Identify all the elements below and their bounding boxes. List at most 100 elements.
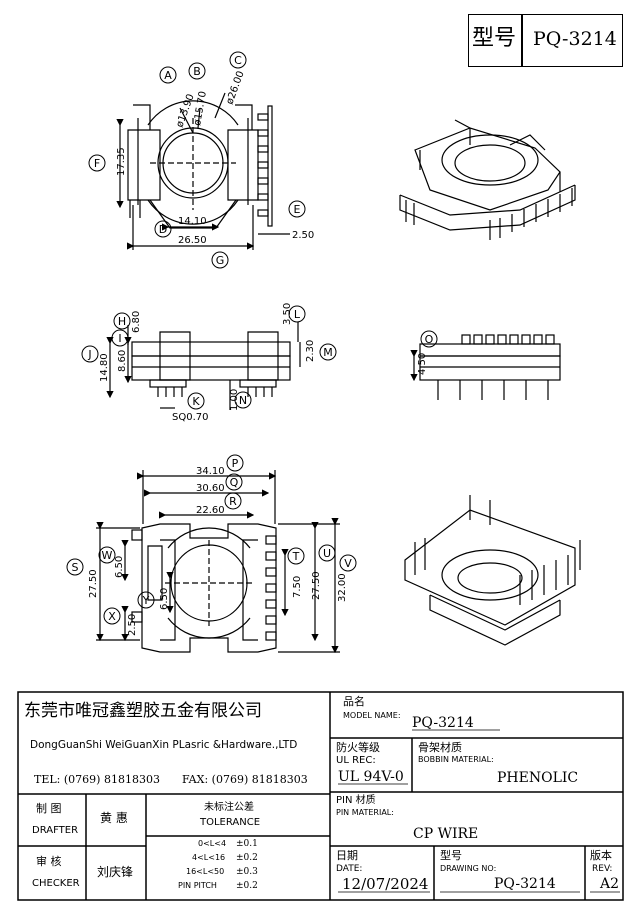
callout-i: I xyxy=(118,332,121,345)
bobbin-value: PHENOLIC xyxy=(497,770,579,786)
callout-f: F xyxy=(94,157,100,170)
tol-value-1: ±0.1 xyxy=(236,839,258,849)
title-block-frame xyxy=(17,691,624,901)
model-name-en: MODEL NAME: xyxy=(343,711,401,720)
callout-b: B xyxy=(193,65,201,78)
ul-cn: 防火等级 xyxy=(336,741,380,754)
dim-u: 27.50 xyxy=(311,571,322,600)
callout-p: P xyxy=(232,457,239,470)
dimension-labels: ø13.90 ø15.70 ø26.00 17.35 14.10 26.50 2… xyxy=(88,70,428,636)
header-box xyxy=(468,14,623,67)
dim-w: 6.50 xyxy=(114,556,125,578)
callout-q: Q xyxy=(230,476,239,489)
drawing-en: DRAWING NO: xyxy=(440,864,497,873)
dim-g: 26.50 xyxy=(178,235,207,246)
callout-u: U xyxy=(323,547,331,560)
callout-j: J xyxy=(87,348,91,361)
callout-w: W xyxy=(102,549,113,562)
dim-j: 14.80 xyxy=(99,353,110,382)
header-type-label: 型号 xyxy=(472,26,517,51)
drawing-cn: 型号 xyxy=(440,849,462,862)
dim-r: 22.60 xyxy=(196,505,225,516)
callout-g: G xyxy=(216,254,225,267)
dim-e: 2.50 xyxy=(292,230,314,241)
callout-l: L xyxy=(294,308,301,321)
callout-v: V xyxy=(344,557,352,570)
callout-e: E xyxy=(294,203,301,216)
callout-markers xyxy=(66,51,438,625)
date-cn: 日期 xyxy=(336,849,358,862)
side-view xyxy=(106,322,301,410)
callout-h: H xyxy=(118,315,126,328)
callout-s: S xyxy=(72,561,79,574)
dim-q: 30.60 xyxy=(196,483,225,494)
model-name-cn: 品名 xyxy=(343,695,365,708)
dim-x: 2.50 xyxy=(127,614,138,636)
callout-m: M xyxy=(323,346,333,359)
dim-f: 17.35 xyxy=(116,147,127,176)
dim-s: 27.50 xyxy=(88,569,99,598)
header-model: PQ-3214 xyxy=(533,28,617,50)
pin-en: PIN MATERIAL: xyxy=(336,808,394,817)
callout-r: R xyxy=(229,495,237,508)
rev-cn: 版本 xyxy=(590,849,612,862)
bottom-view xyxy=(96,470,340,654)
company-name-en: DongGuanShi WeiGuanXin PLasric &Hardware… xyxy=(30,739,298,751)
ul-en: UL REC: xyxy=(336,755,376,766)
dim-n: 1.00 xyxy=(229,389,240,411)
dim-d: 14.10 xyxy=(178,216,207,227)
drafter-en: DRAFTER xyxy=(32,825,79,836)
checker-cn: 审 核 xyxy=(36,855,62,868)
title-block-inner xyxy=(338,729,620,893)
bobbin-en: BOBBIN MATERIAL: xyxy=(418,755,494,764)
pin-cn: PIN 材质 xyxy=(336,795,376,806)
dim-o: 4.50 xyxy=(417,353,428,375)
tol-value-2: ±0.2 xyxy=(236,853,258,863)
dim-p: 34.10 xyxy=(196,466,225,477)
company-tel: TEL: (0769) 81818303 xyxy=(34,773,160,786)
callout-o: O xyxy=(425,333,434,346)
callout-c: C xyxy=(234,54,242,67)
drafter-cn: 制 图 xyxy=(36,802,62,815)
tol-value-3: ±0.3 xyxy=(236,867,258,877)
bobbin-cn: 骨架材质 xyxy=(418,741,462,754)
tol-range-3: 16<L<50 xyxy=(186,867,225,876)
top-iso-view xyxy=(399,119,576,240)
company-name-cn: 东莞市唯冠鑫塑胶五金有限公司 xyxy=(24,701,262,721)
callout-letters: A B C D E F G H I J K L M N O P Q R S T … xyxy=(72,54,434,623)
tol-value-4: ±0.2 xyxy=(236,881,258,891)
date-value: 12/07/2024 xyxy=(342,875,429,893)
end-view xyxy=(410,334,561,400)
tol-range-4: PIN PITCH xyxy=(178,881,217,890)
ul-value: UL 94V-0 xyxy=(338,769,404,785)
dim-l: 3.50 xyxy=(282,303,293,325)
dim-y: 6.50 xyxy=(159,588,170,610)
dim-v: 32.00 xyxy=(337,573,348,602)
checker-en: CHECKER xyxy=(32,878,80,889)
drawing-value: PQ-3214 xyxy=(494,876,556,892)
header-divider xyxy=(521,14,523,67)
rev-value: A2 xyxy=(600,876,620,892)
pin-value: CP WIRE xyxy=(413,826,479,842)
callout-n: N xyxy=(239,394,247,407)
top-view xyxy=(116,92,290,250)
callout-t: T xyxy=(292,550,300,563)
dim-h: 6.80 xyxy=(131,311,142,333)
callout-k: K xyxy=(192,395,200,408)
bottom-iso-view xyxy=(404,495,581,646)
callout-d: D xyxy=(159,223,167,236)
dim-k: SQ0.70 xyxy=(172,412,208,423)
model-name-value: PQ-3214 xyxy=(412,715,474,731)
rev-en: REV: xyxy=(592,864,613,874)
drafter-name: 黄 惠 xyxy=(100,811,128,825)
tol-range-1: 0<L<4 xyxy=(198,839,227,848)
dim-i: 8.60 xyxy=(117,350,128,372)
company-fax: FAX: (0769) 81818303 xyxy=(182,773,308,786)
dim-t: 7.50 xyxy=(292,576,303,598)
date-en: DATE: xyxy=(336,864,363,874)
callout-x: X xyxy=(108,610,116,623)
dim-c: ø26.00 xyxy=(224,70,246,106)
tolerance-cn: 未标注公差 xyxy=(204,802,254,813)
tol-range-2: 4<L<16 xyxy=(192,853,226,862)
